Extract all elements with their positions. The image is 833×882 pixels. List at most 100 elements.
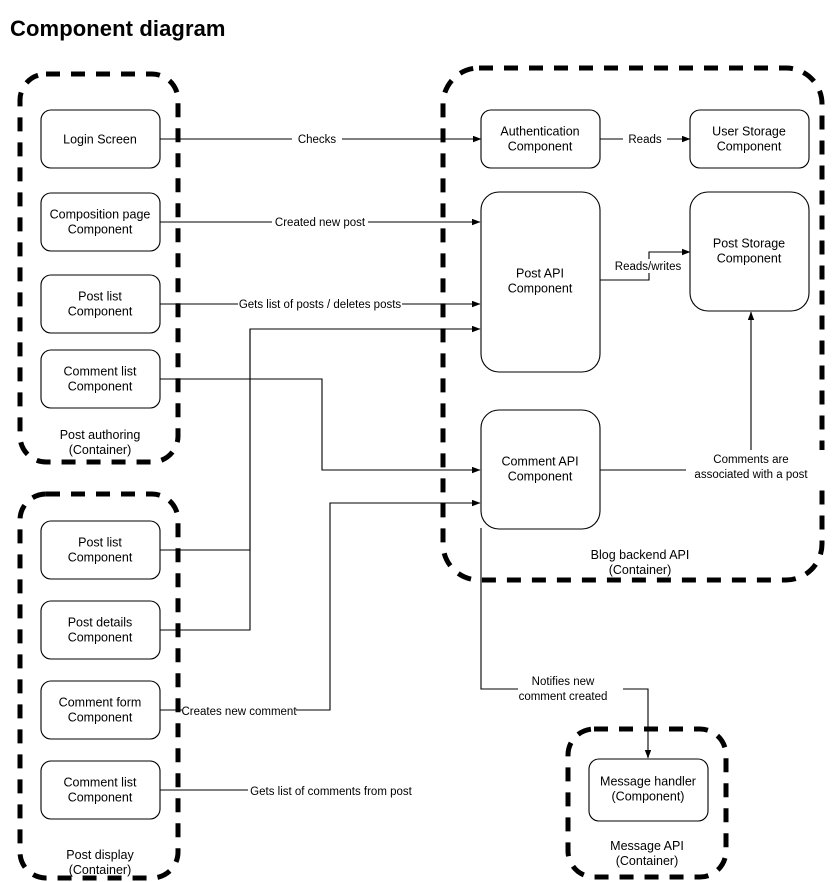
component-message-handler-component-label-line2: (Component)	[612, 789, 685, 803]
edge-gets-list-of-posts-label: Gets list of posts / deletes posts	[239, 299, 402, 311]
edge-reads-label: Reads	[628, 134, 661, 146]
container-blog-backend-api[interactable]: Blog backend API (Container)	[440, 65, 825, 583]
edge-gets-list-of-comments-label: Gets list of comments from post	[250, 786, 412, 798]
edge-comments-associated-with-post[interactable]: Comments are associated with a post	[600, 311, 826, 482]
container-message-api-label-line1: Message API	[610, 839, 684, 853]
edge-creates-new-comment-path	[160, 499, 481, 711]
container-post-display[interactable]: Post display (Container)	[17, 491, 181, 881]
edge-created-new-post-label-bg	[272, 215, 368, 229]
container-post-authoring-label-line1: Post authoring	[60, 428, 141, 442]
edge-created-new-post[interactable]: Created new post	[160, 215, 481, 229]
edge-comments-associated-with-post-label-bg	[686, 450, 826, 482]
container-message-api[interactable]: Message API (Container)	[565, 726, 729, 880]
component-post-details-component-label-line1: Post details	[68, 615, 133, 629]
component-composition-page-component-label-line1: Composition page	[50, 207, 151, 221]
component-post-storage-component-box	[689, 191, 810, 312]
container-post-authoring-label-line2: (Container)	[69, 443, 132, 457]
edge-notifies-new-comment-created-label-bg	[518, 672, 623, 704]
edge-comments-associated-with-post-label-line2: associated with a post	[694, 469, 808, 481]
edge-comments-associated-with-post-path	[600, 311, 755, 471]
edge-reads-writes-label: Reads/writes	[615, 261, 682, 273]
component-post-storage-component-label-line2: Component	[717, 251, 782, 265]
component-comment-form-component[interactable]: Comment form Component	[40, 680, 161, 740]
edge-checks-label-bg	[292, 132, 342, 146]
component-post-details-component-box	[40, 600, 161, 660]
container-message-api-outline	[565, 726, 729, 880]
container-blog-backend-api-outline	[440, 65, 825, 583]
component-comment-list-component-display-label-line2: Component	[68, 790, 133, 804]
component-post-storage-component[interactable]: Post Storage Component	[689, 191, 810, 312]
component-post-list-component-authoring-label-line2: Component	[68, 304, 133, 318]
component-post-list-component-display-label-line2: Component	[68, 550, 133, 564]
edge-gets-list-of-comments[interactable]: Gets list of comments from post	[160, 784, 414, 798]
component-authentication-component-label-line2: Component	[508, 139, 573, 153]
component-post-list-component-authoring-box	[40, 274, 161, 334]
component-comment-api-component-box	[480, 409, 601, 530]
component-post-api-component[interactable]: Post API Component	[480, 191, 601, 373]
edge-gets-list-of-comments-label-bg	[248, 784, 414, 798]
component-comment-api-component-label-line2: Component	[508, 469, 573, 483]
component-comment-list-component-authoring-box	[40, 349, 161, 409]
component-post-list-component-authoring[interactable]: Post list Component	[40, 274, 161, 334]
component-comment-list-component-display-label-line1: Comment list	[64, 775, 137, 789]
edge-reads-writes-label-bg	[611, 259, 685, 273]
container-blog-backend-api-label-line2: (Container)	[609, 563, 672, 577]
container-post-display-outline	[17, 491, 181, 881]
component-comment-form-component-label-line2: Component	[68, 710, 133, 724]
edge-gets-list-of-posts-label-bg	[238, 297, 402, 311]
edge-post-list-display-to-post-api[interactable]	[160, 325, 481, 551]
page-title: Component diagram	[10, 16, 226, 41]
edge-reads-writes[interactable]: Reads/writes	[600, 248, 691, 281]
edge-reads[interactable]: Reads	[600, 132, 691, 146]
component-post-details-component-label-line2: Component	[68, 630, 133, 644]
component-message-handler-component[interactable]: Message handler (Component)	[588, 758, 709, 822]
component-post-storage-component-label-line1: Post Storage	[713, 236, 785, 250]
component-authentication-component[interactable]: Authentication Component	[480, 109, 601, 169]
edge-creates-new-comment-label-bg	[182, 704, 296, 718]
component-comment-list-component-display-box	[40, 760, 161, 820]
edge-comment-list-authoring-to-comment-api[interactable]	[160, 378, 481, 474]
component-post-api-component-box	[480, 191, 601, 373]
edge-post-details-to-post-api[interactable]	[160, 329, 251, 631]
edge-created-new-post-label: Created new post	[275, 217, 366, 229]
edge-comments-associated-with-post-label-line1: Comments are	[713, 454, 788, 466]
component-composition-page-component-box	[40, 192, 161, 252]
edge-checks[interactable]: Checks	[160, 132, 482, 146]
container-message-api-label-line2: (Container)	[616, 854, 679, 868]
component-login-screen[interactable]: Login Screen	[40, 109, 161, 169]
container-post-authoring[interactable]: Post authoring (Container)	[17, 71, 181, 465]
component-login-screen-box	[40, 109, 161, 169]
component-user-storage-component-label-line2: Component	[717, 139, 782, 153]
container-blog-backend-api-label-line1: Blog backend API	[591, 548, 690, 562]
component-comment-list-component-authoring[interactable]: Comment list Component	[40, 349, 161, 409]
component-user-storage-component-label-line1: User Storage	[712, 124, 786, 138]
component-comment-api-component[interactable]: Comment API Component	[480, 409, 601, 530]
component-user-storage-component[interactable]: User Storage Component	[689, 109, 810, 169]
edge-reads-label-bg	[623, 132, 667, 146]
component-message-handler-component-label-line1: Message handler	[600, 774, 696, 788]
edge-notifies-new-comment-created[interactable]: Notifies new comment created	[480, 528, 652, 759]
component-composition-page-component[interactable]: Composition page Component	[40, 192, 161, 252]
component-comment-list-component-authoring-label-line2: Component	[68, 379, 133, 393]
component-message-handler-component-box	[588, 758, 709, 822]
container-post-display-label-line2: (Container)	[69, 863, 132, 877]
component-comment-api-component-label-line1: Comment API	[501, 454, 578, 468]
edge-creates-new-comment[interactable]: Creates new comment	[160, 499, 481, 718]
component-post-details-component[interactable]: Post details Component	[40, 600, 161, 660]
edge-post-list-display-to-post-api-path	[160, 325, 481, 551]
edge-comment-list-authoring-to-comment-api-path	[160, 378, 481, 474]
component-composition-page-component-label-line2: Component	[68, 222, 133, 236]
container-post-authoring-outline	[17, 71, 181, 465]
component-authentication-component-box	[480, 109, 601, 169]
component-comment-list-component-display[interactable]: Comment list Component	[40, 760, 161, 820]
component-post-list-component-display[interactable]: Post list Component	[40, 520, 161, 580]
component-post-list-component-display-label-line1: Post list	[78, 535, 122, 549]
component-user-storage-component-box	[689, 109, 810, 169]
component-login-screen-label: Login Screen	[63, 132, 137, 146]
component-post-list-component-authoring-label-line1: Post list	[78, 289, 122, 303]
edge-checks-label: Checks	[298, 134, 337, 146]
component-post-api-component-label-line1: Post API	[516, 266, 564, 280]
edge-gets-list-of-posts[interactable]: Gets list of posts / deletes posts	[160, 297, 481, 311]
component-post-list-component-display-box	[40, 520, 161, 580]
